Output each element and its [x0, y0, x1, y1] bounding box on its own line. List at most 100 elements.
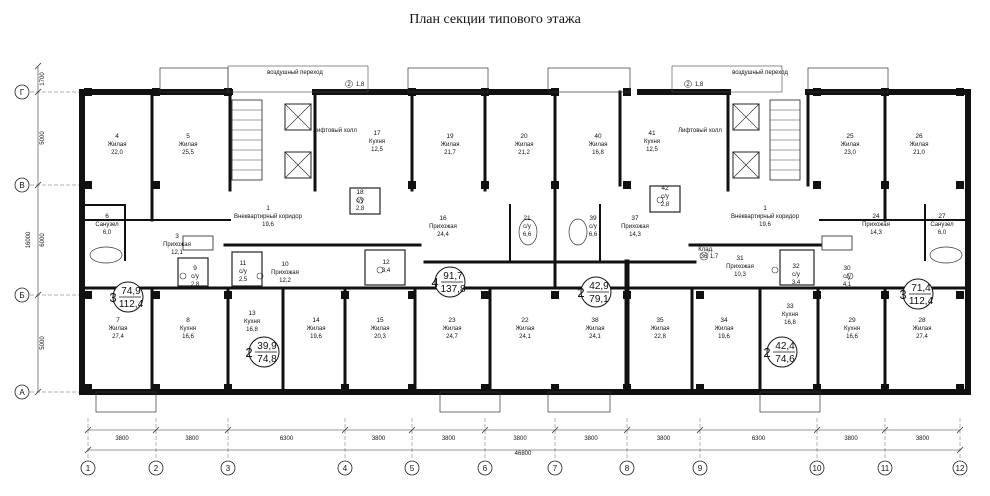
room-number: 14	[312, 317, 320, 324]
room-area: 27,4	[916, 334, 928, 340]
column	[408, 384, 416, 392]
room-name: Прихожая	[862, 222, 890, 228]
room-area: 24,1	[519, 334, 531, 340]
room-name: с/у	[589, 224, 597, 230]
wc-frame	[177, 257, 209, 287]
dim-tick	[224, 426, 232, 434]
room-area: 24,1	[589, 334, 601, 340]
room-area: 3,4	[792, 280, 801, 286]
room-name: с/у	[843, 274, 851, 280]
room-number: 20	[520, 133, 528, 140]
room-number: 38	[591, 317, 599, 324]
axis-label-y: В	[19, 181, 24, 190]
wc-frame	[182, 235, 214, 251]
room-number: 17	[373, 130, 381, 137]
wc-frame	[231, 251, 263, 287]
storage-name: Клад.	[698, 247, 714, 253]
apartment-living-area: 74,9	[121, 286, 141, 297]
wc-frame	[649, 185, 681, 213]
balcony	[439, 391, 501, 413]
axis-label-x: 8	[625, 464, 630, 473]
toilet	[179, 272, 187, 280]
dim-value-y: 6000	[40, 233, 46, 247]
room-number: 34	[720, 317, 728, 324]
room-area: 21,7	[444, 150, 456, 156]
axis-label-x: 11	[881, 464, 890, 473]
column	[696, 384, 704, 392]
room-name: Кухня	[644, 139, 660, 145]
room-number: 41	[648, 130, 656, 137]
column	[481, 291, 489, 299]
dim-tick	[813, 426, 821, 434]
room-name: Жилая	[586, 326, 605, 332]
room-number: 21	[523, 215, 531, 222]
room-area: 3,4	[382, 268, 391, 274]
column	[881, 384, 889, 392]
axis-label-x: 2	[154, 464, 159, 473]
lift-cross	[732, 103, 760, 131]
toilet	[356, 196, 364, 204]
room-name: Жилая	[913, 326, 932, 332]
apartment-total-area: 112,4	[119, 299, 144, 310]
column	[84, 181, 92, 189]
apartment-total-area: 74,8	[257, 354, 277, 365]
dim-value-x: 3800	[442, 436, 456, 442]
room-area: 4,1	[843, 282, 852, 288]
balcony	[547, 67, 631, 93]
room-number: 4	[115, 133, 119, 140]
dim-tick	[84, 446, 92, 454]
column	[956, 384, 964, 392]
dim-tick	[696, 426, 704, 434]
axis-label-x: 7	[553, 464, 558, 473]
room-number: 19	[446, 133, 454, 140]
room-name: Внеквартирный коридор	[234, 213, 303, 220]
room-area: 12,1	[171, 250, 183, 256]
dim-value-x: 3800	[584, 436, 598, 442]
dim-value-y: 1700	[40, 72, 46, 86]
room-number: 8	[186, 317, 190, 324]
fixtures	[89, 65, 963, 413]
axis-label-x: 1	[86, 464, 91, 473]
room-area: 6,6	[589, 232, 598, 238]
room-name: Жилая	[910, 142, 929, 148]
lift-hall-left: Лифтовый холл	[313, 127, 357, 134]
toilet	[771, 266, 779, 274]
apartment-rooms: 2	[245, 345, 252, 360]
room-name: Кухня	[844, 326, 860, 332]
dim-tick	[34, 181, 42, 189]
room-number: 23	[448, 317, 456, 324]
apartment-living-area: 42,9	[589, 281, 609, 292]
axis-bubble	[14, 384, 30, 400]
toilet	[656, 196, 664, 204]
axis-bubble	[619, 460, 635, 476]
room-number: 30	[843, 265, 851, 272]
wc-frame	[779, 249, 815, 286]
room-name: Жилая	[371, 326, 390, 332]
room-number: 28	[918, 317, 926, 324]
room-name: Жилая	[516, 326, 535, 332]
room-name: с/у	[191, 274, 199, 280]
room-name: Жилая	[443, 326, 462, 332]
axis-label-y: Г	[20, 88, 25, 97]
room-name: Санузел	[930, 222, 954, 228]
toilet	[256, 272, 264, 280]
apartment-living-area: 42,4	[775, 341, 795, 352]
room-number: 15	[376, 317, 384, 324]
room-name: Санузел	[95, 222, 119, 228]
column	[551, 181, 559, 189]
room-number: 1	[763, 205, 767, 212]
axis-bubble	[337, 460, 353, 476]
column	[813, 291, 821, 299]
axis-label-y: Б	[19, 291, 24, 300]
axis-bubble	[80, 460, 96, 476]
room-area: 16,6	[846, 334, 858, 340]
room-number: 27	[938, 213, 946, 220]
room-area: 12,5	[646, 147, 658, 153]
axis-bubble	[477, 460, 493, 476]
wc-frame	[364, 249, 406, 286]
room-number: 25	[846, 133, 854, 140]
axis-bubble	[404, 460, 420, 476]
balcony	[407, 67, 489, 93]
